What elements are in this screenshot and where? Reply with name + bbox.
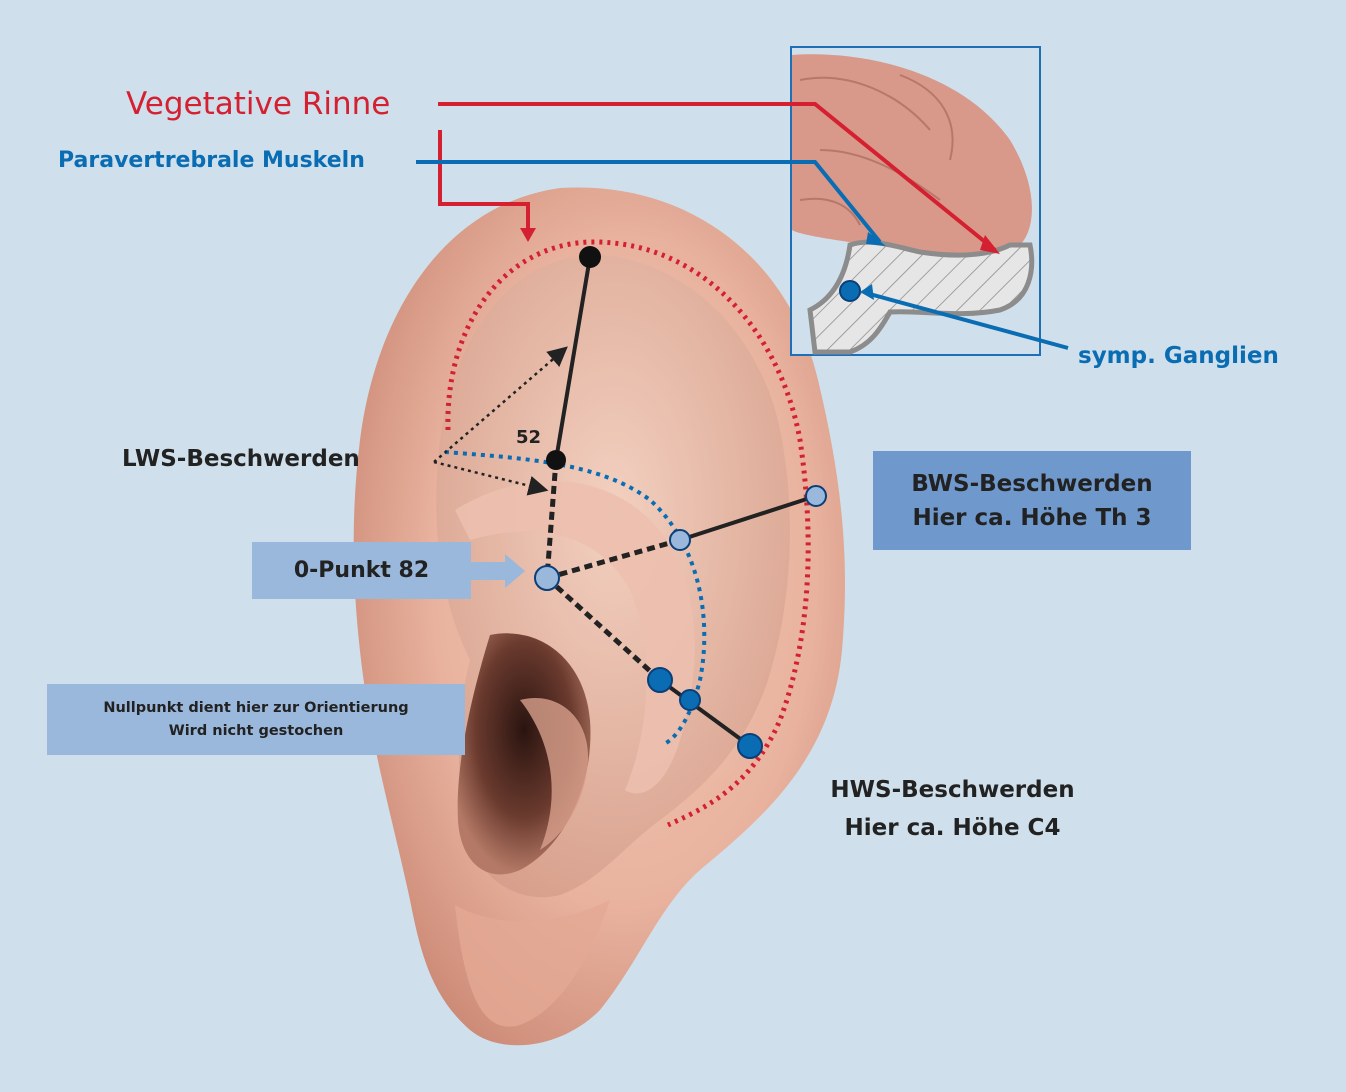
antihelix (455, 481, 695, 794)
vegetative-ear-leader (438, 130, 530, 230)
ear-lobe (455, 900, 610, 1027)
null-point (534, 565, 560, 591)
null-point-box: 0-Punkt 82 (252, 542, 471, 599)
null-note-line1: Nullpunkt dient hier zur Orientierung (103, 699, 409, 716)
bws-line-solid (679, 494, 817, 542)
hws-labels: HWS-Beschwerden Hier ca. Höhe C4 (800, 765, 1105, 853)
point-hws-1 (647, 667, 673, 693)
bws-box: BWS-Beschwerden Hier ca. Höhe Th 3 (873, 451, 1191, 550)
ganglion-point (839, 280, 861, 302)
point-top (579, 246, 601, 268)
null-note-box: Nullpunkt dient hier zur Orientierung Wi… (47, 684, 465, 755)
point-52-label: 52 (516, 427, 542, 448)
symp-ganglien-label: symp. Ganglien (1078, 343, 1279, 369)
spine-line-dashed (544, 459, 559, 579)
point-hws-2 (679, 689, 701, 711)
point-hws-3 (737, 733, 763, 759)
lws-arrow-down (433, 460, 549, 496)
paravertebrale-muskeln-label: Paravertrebrale Muskeln (58, 148, 365, 173)
hws-label-line1: HWS-Beschwerden (830, 777, 1075, 803)
point-bws-inner (669, 529, 691, 551)
spine-line-top (554, 256, 592, 461)
lws-arrow-up (433, 346, 568, 463)
null-point-label: 0-Punkt 82 (293, 558, 430, 583)
null-note-line2: Wird nicht gestochen (168, 722, 344, 739)
lws-label: LWS-Beschwerden (122, 446, 360, 472)
vegetative-rinne-label: Vegetative Rinne (126, 86, 391, 122)
point-52 (546, 450, 566, 470)
null-point-arrow (471, 554, 525, 588)
point-bws-outer (805, 485, 827, 507)
hws-label-line2: Hier ca. Höhe C4 (844, 815, 1061, 841)
paravertebral-leader (416, 160, 882, 244)
vegetative-leader (438, 102, 997, 252)
bws-label-line2: Hier ca. Höhe Th 3 (912, 504, 1152, 531)
inset-cross-section (792, 54, 1035, 355)
bws-label-line1: BWS-Beschwerden (911, 470, 1153, 497)
tragus (520, 698, 589, 850)
hws-line-solid (658, 678, 752, 748)
ganglien-leader (865, 291, 1069, 350)
bws-line-dashed (546, 537, 681, 581)
